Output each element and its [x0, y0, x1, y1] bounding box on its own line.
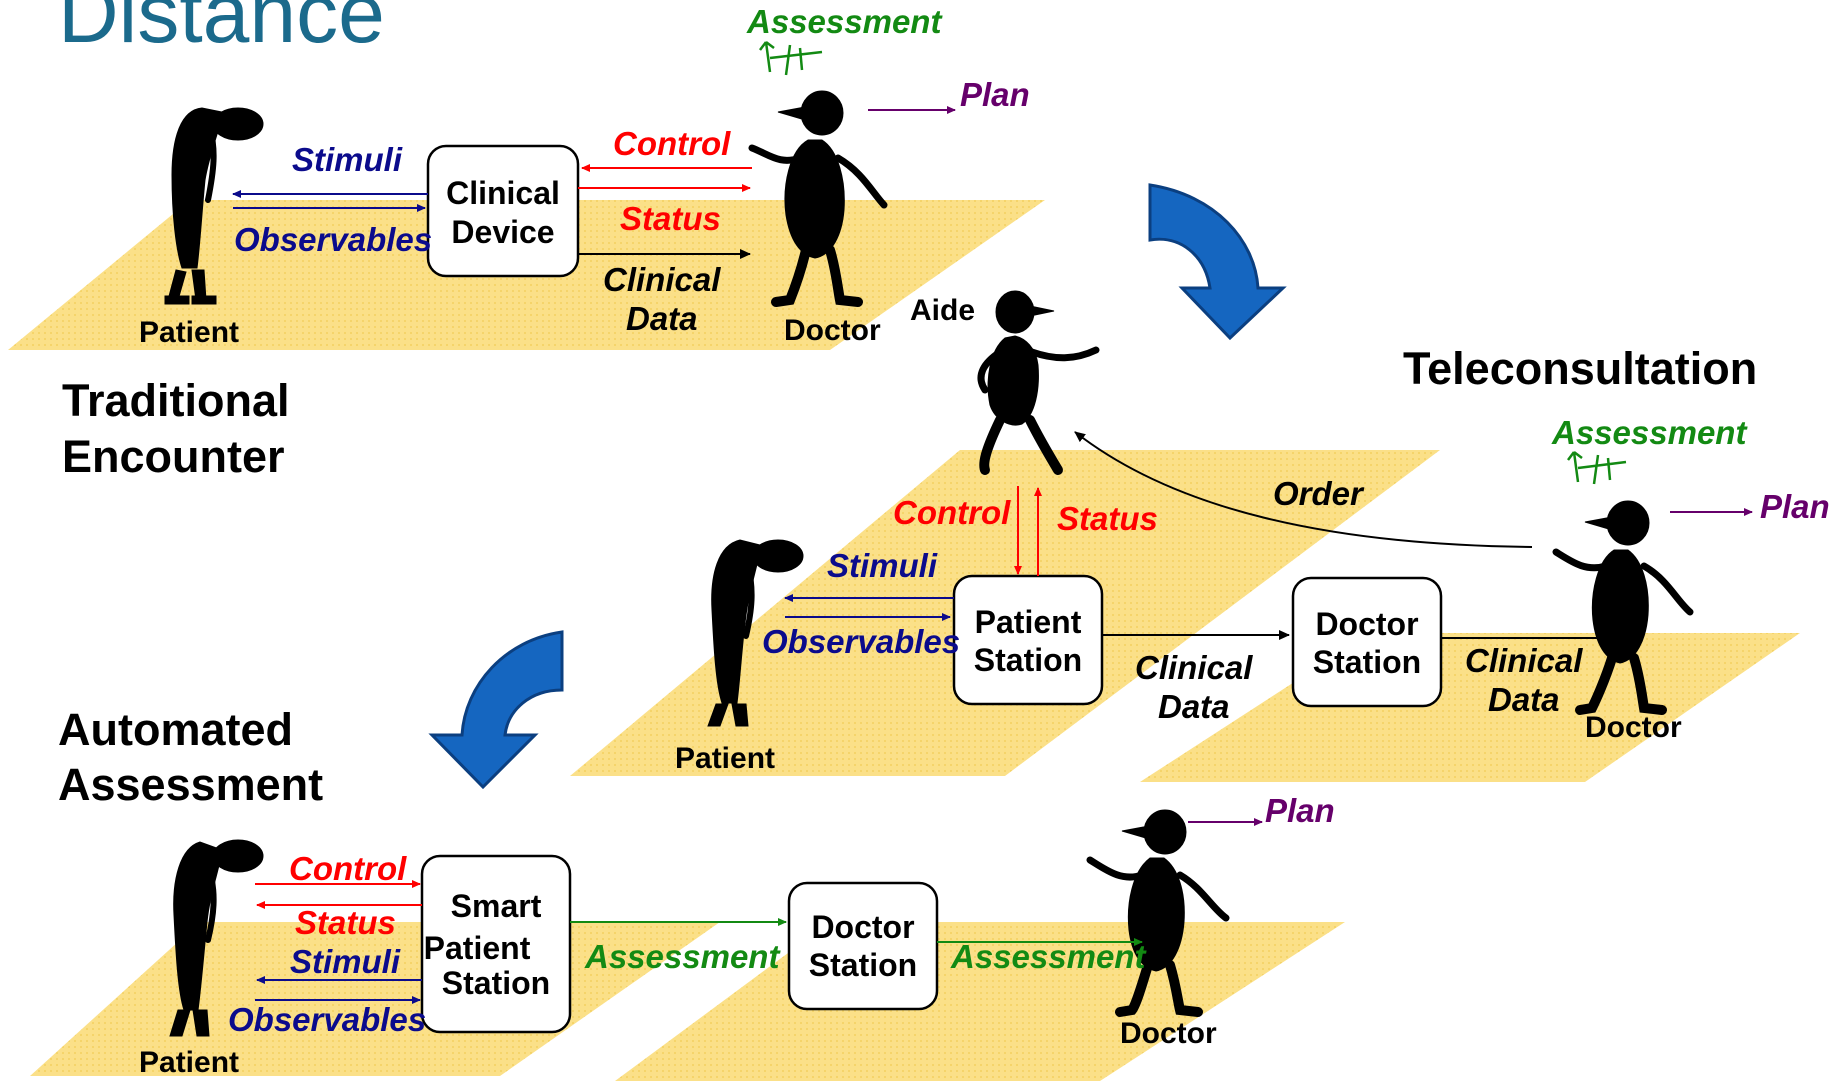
transition-arrow-down-right: [1148, 183, 1287, 341]
label-patient-teleconsultation: Patient: [675, 742, 775, 775]
label-aide: Aide: [910, 294, 975, 327]
doctor-figure-traditional: [748, 90, 888, 307]
assessment-mark-icon: [759, 41, 823, 76]
label-assessment-teleconsultation: Assessment: [1551, 414, 1748, 451]
aide-figure: [977, 290, 1100, 475]
label-stimuli-automated: Stimuli: [290, 943, 401, 980]
label-stimuli-teleconsultation: Stimuli: [827, 547, 938, 584]
label-doctor-traditional: Doctor: [784, 314, 881, 347]
label-observables-automated: Observables: [228, 1001, 426, 1038]
label-order: Order: [1273, 475, 1365, 512]
label-assessment-automated-2: Assessment: [950, 938, 1147, 975]
label-observables-traditional: Observables: [234, 221, 432, 258]
label-doctor-automated: Doctor: [1120, 1017, 1217, 1050]
label-status-automated: Status: [295, 904, 396, 941]
label-patient-automated: Patient: [139, 1046, 239, 1079]
arrow-order: [1074, 431, 1533, 548]
doctor-figure-teleconsultation: [1552, 500, 1694, 715]
slide-title: Distance: [58, 0, 385, 60]
label-clinical-data-teleconsultation-1: Clinical Data: [1135, 649, 1262, 725]
label-status-teleconsultation: Status: [1057, 500, 1158, 537]
label-control-traditional: Control: [613, 125, 731, 162]
label-observables-teleconsultation: Observables: [762, 623, 960, 660]
label-clinical-data-teleconsultation-2: Clinical Data: [1465, 642, 1592, 718]
section-teleconsultation: Teleconsultation: [1403, 343, 1757, 394]
label-plan-automated: Plan: [1265, 792, 1335, 829]
section-traditional: Traditional Encounter: [62, 375, 302, 482]
label-plan-teleconsultation: Plan: [1760, 488, 1830, 525]
label-stimuli-traditional: Stimuli: [292, 141, 403, 178]
patient-figure-teleconsultation: [707, 539, 804, 727]
label-doctor-teleconsultation: Doctor: [1585, 711, 1682, 744]
section-automated: Automated Assessment: [58, 704, 323, 810]
patient-figure-traditional: [164, 107, 264, 305]
label-assessment-automated-1: Assessment: [584, 938, 781, 975]
patient-figure-automated: [169, 839, 264, 1037]
label-patient-traditional: Patient: [139, 316, 239, 349]
label-assessment-traditional: Assessment: [746, 3, 943, 40]
label-status-traditional: Status: [620, 200, 721, 237]
label-control-teleconsultation: Control: [893, 494, 1011, 531]
label-clinical-data-traditional: Clinical Data: [603, 261, 730, 337]
label-control-automated: Control: [289, 850, 407, 887]
assessment-mark-icon-teleconsultation: [1567, 451, 1627, 485]
label-plan-traditional: Plan: [960, 76, 1030, 113]
transition-arrow-down-left: [428, 630, 564, 790]
